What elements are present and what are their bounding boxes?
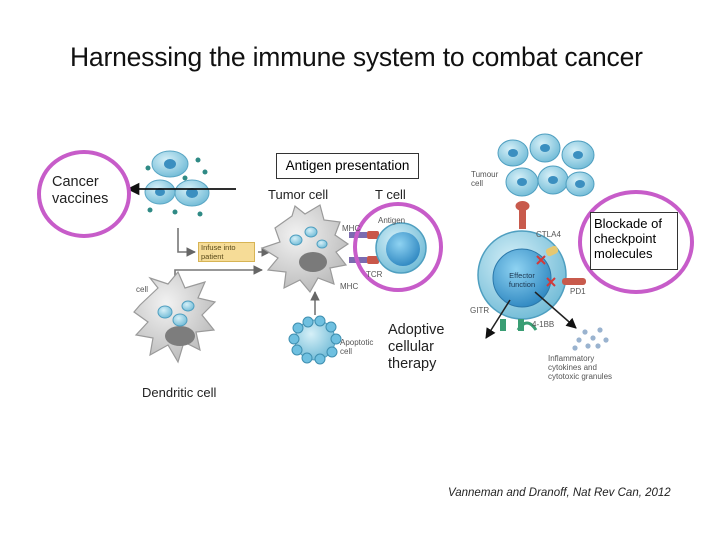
infuse-into-patient-box: Infuse into patient [198, 242, 255, 262]
citation: Vanneman and Dranoff, Nat Rev Can, 2012 [448, 487, 671, 499]
dendritic-cell-label: Dendritic cell [142, 385, 217, 400]
dendritic-cell [133, 270, 217, 364]
checkpoint-highlight [578, 190, 694, 294]
ctla4-label: CTLA4 [536, 230, 561, 239]
tcr-label: TCR [366, 270, 383, 279]
apoptotic-cell [288, 315, 342, 365]
checkpoint-blockade-box: Blockade of checkpoint molecules [590, 212, 678, 270]
antigen-presentation-box: Antigen presentation [276, 153, 419, 179]
apoptotic-cell-label: Apoptotic cell [340, 338, 374, 356]
mhc-top-label: MHC [342, 224, 361, 233]
gitr-label: GITR [470, 306, 490, 315]
vaccine-cell-cluster [144, 150, 210, 217]
inflammatory-label: Inflammatory cytokines and cytotoxic gra… [548, 354, 613, 381]
4-1bb-label: 4-1BB [532, 320, 555, 329]
cell-partial-label: cell [136, 285, 149, 294]
adoptive-therapy-label: Adoptive cellular therapy [388, 322, 445, 372]
receptors [500, 201, 586, 331]
adoptive-therapy-highlight [353, 202, 443, 292]
cancer-vaccines-highlight [37, 150, 131, 238]
tumour-cell-label: Tumour cell [471, 170, 499, 188]
inhibition-marks [536, 255, 556, 287]
t-cell-label: T cell [375, 187, 406, 202]
tumor-cell-apc [260, 204, 350, 294]
pd1-label: PD1 [570, 287, 586, 296]
tumor-cell-label: Tumor cell [268, 187, 329, 202]
mhc-bottom-label: MHC [340, 282, 359, 291]
cancer-vaccines-label: Cancer vaccines [52, 174, 109, 207]
effector-function-label: Effector function [508, 271, 536, 289]
antigen-label: Antigen [378, 216, 406, 225]
tumour-cell-cluster [497, 133, 595, 197]
slide-title: Harnessing the immune system to combat c… [70, 42, 643, 72]
cytokine-granules [572, 327, 609, 351]
t-cell [375, 222, 427, 274]
